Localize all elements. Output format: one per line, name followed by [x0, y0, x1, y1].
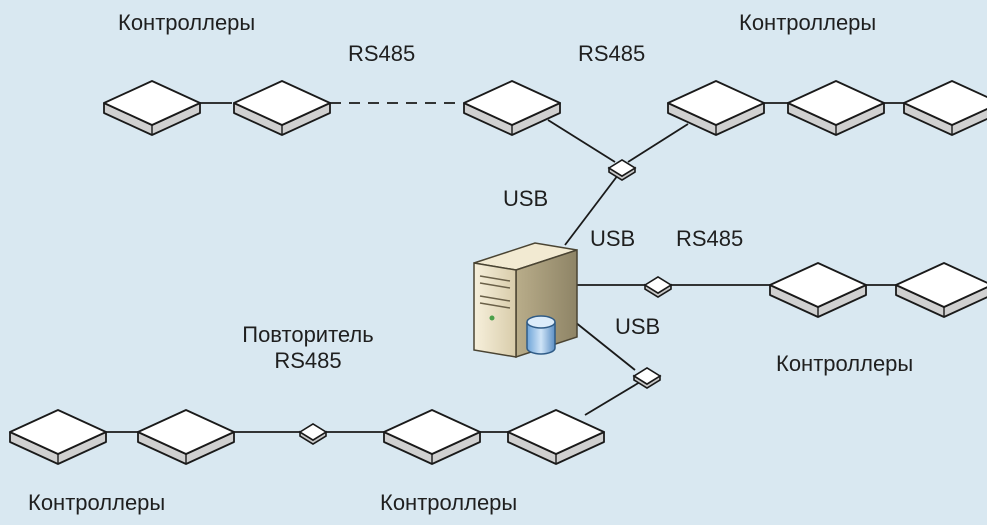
controllers-label-bottom-left: Контроллеры [28, 490, 166, 515]
link-top-left-hub [547, 119, 616, 163]
controller-box-icon [233, 80, 331, 136]
usb-label-right: USB [590, 226, 636, 251]
hub-diamond-icon [298, 423, 328, 445]
controller-box-icon [383, 409, 481, 465]
repeater-label: Повторитель RS485 [208, 322, 408, 374]
rs485-label-top-left: RS485 [348, 41, 416, 66]
link-top-right-hub [627, 123, 689, 163]
usb-label-bottom: USB [615, 314, 661, 339]
controller-box-icon [787, 80, 885, 136]
controllers-label-top-right: Контроллеры [739, 10, 877, 35]
controller-box-icon [667, 80, 765, 136]
link-server-bottom-hub [569, 317, 636, 371]
controller-box-icon [895, 262, 987, 318]
server-computer-icon [473, 242, 578, 359]
database-cylinder-icon [526, 315, 556, 355]
repeater-label-line2: RS485 [274, 348, 342, 373]
controllers-label-bottom-mid: Контроллеры [380, 490, 518, 515]
controller-box-icon [769, 262, 867, 318]
controller-box-icon [9, 409, 107, 465]
controller-box-icon [103, 80, 201, 136]
controllers-label-top-left: Контроллеры [118, 10, 256, 35]
rs485-label-right: RS485 [676, 226, 744, 251]
usb-label-top: USB [503, 186, 549, 211]
controllers-label-right: Контроллеры [776, 351, 914, 376]
hub-diamond-icon [632, 367, 662, 389]
link-bottom-hub-controller [584, 381, 641, 416]
hub-diamond-icon [643, 276, 673, 298]
controller-box-icon [507, 409, 605, 465]
hub-diamond-icon [607, 159, 637, 181]
rs485-label-top-right: RS485 [578, 41, 646, 66]
controller-box-icon [463, 80, 561, 136]
controller-box-icon [137, 409, 235, 465]
repeater-label-line1: Повторитель [242, 322, 374, 347]
controller-box-icon [903, 80, 987, 136]
link-server-top-hub [564, 174, 619, 246]
